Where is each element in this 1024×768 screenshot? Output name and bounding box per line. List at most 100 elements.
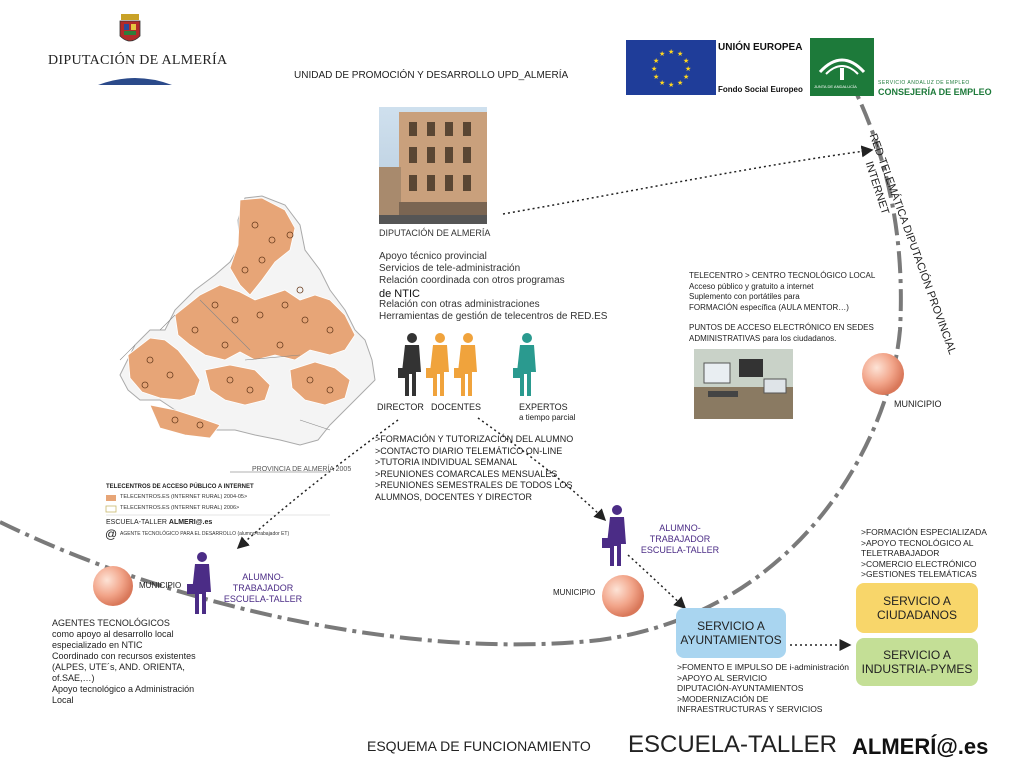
staff-tasks-list: >FORMACIÓN Y TUTORIZACIÓN DEL ALUMNO >CO… [375, 434, 573, 503]
ciudadanos-item: TELETRABAJADOR [861, 548, 940, 558]
ciudadanos-item: >APOYO TECNOLÓGICO AL [861, 537, 974, 548]
agentes-line: Local [52, 695, 74, 705]
expertos-label: EXPERTOS [519, 402, 568, 412]
ciudadanos-item: >GESTIONES TELEMÁTICAS [861, 569, 977, 579]
diputacion-caption: DIPUTACIÓN DE ALMERÍA [379, 228, 491, 238]
diputacion-line-6: Herramientas de gestión de telecentros d… [379, 311, 608, 322]
agentes-line: Apoyo tecnológico a Administración [52, 684, 195, 694]
legend-swatch-2006 [105, 505, 117, 513]
junta-label: JUNTA DE ANDALUCÍA [814, 84, 857, 89]
diputacion-crest-icon [118, 12, 142, 46]
legend-escuela-prefix: ESCUELA-TALLER [106, 519, 169, 526]
telecentro-line: FORMACIÓN específica (AULA MENTOR…) [689, 302, 849, 312]
alumno-person-icon-center [602, 505, 626, 566]
footer-brand: ALMERÍ@.es [852, 734, 989, 759]
municipio-sphere-center [602, 575, 644, 617]
staff-task-item: >FORMACIÓN Y TUTORIZACIÓN DEL ALUMNO [375, 434, 574, 444]
staff-task-item: >REUNIONES SEMESTRALES DE TODOS LOS [375, 480, 573, 490]
staff-task-item: ALUMNOS, DOCENTES Y DIRECTOR [375, 491, 533, 502]
eu-fund: Fondo Social Europeo [718, 85, 803, 94]
municipio-sphere-right [862, 353, 904, 395]
ayuntamientos-item: >FOMENTO E IMPULSO DE i-administración [677, 662, 850, 672]
eu-flag-icon: ★★★ ★★★ ★★★ ★★★ [626, 40, 716, 95]
director-label: DIRECTOR [377, 402, 424, 412]
director-person-icon [398, 333, 421, 396]
svg-text:★: ★ [653, 73, 659, 81]
svg-text:★: ★ [683, 57, 689, 65]
arrow-diputacion-to-internet [502, 145, 874, 215]
alumno-label-line: ALUMNO-TRABAJADOR [232, 572, 294, 593]
diputacion-logo-underline [98, 72, 172, 85]
municipio-label-left: MUNICIPIO [139, 581, 182, 590]
alumno-label-line: ESCUELA-TALLER [640, 545, 720, 555]
svg-text:★: ★ [659, 50, 665, 58]
staff-task-item: >REUNIONES COMARCALES MENSUALES [375, 468, 558, 479]
legend-item-2006: TELECENTROS.ES (INTERNET RURAL) 2006> [120, 505, 240, 511]
legend-agent-label: AGENTE TECNOLÓGICO PARA EL DESARROLLO (a… [120, 531, 290, 537]
eu-title: UNIÓN EUROPEA [718, 42, 803, 53]
docentes-label: DOCENTES [431, 402, 482, 412]
ciudadanos-item: >FORMACIÓN ESPECIALIZADA [861, 527, 987, 537]
arrow-alumno-to-ayuntamientos [627, 554, 687, 610]
docente-person-icon [426, 333, 477, 396]
alumno-label-left: ALUMNO-TRABAJADOR ESCUELA-TALLER [218, 572, 308, 605]
telecentro-line: PUNTOS DE ACCESO ELECTRÓNICO EN SEDES [689, 323, 874, 332]
servicio-ayuntamientos-box: SERVICIO A AYUNTAMIENTOS [676, 608, 786, 658]
legend-item-2004: TELECENTROS.ES (INTERNET RURAL) 2004-05> [120, 494, 248, 500]
municipio-sphere-left [93, 566, 133, 606]
alumno-label-center: ALUMNO-TRABAJADOR ESCUELA-TALLER [630, 523, 730, 556]
alumno-label-line: ESCUELA-TALLER [223, 594, 303, 604]
servicio-industria-box: SERVICIO A INDUSTRIA-PYMES [856, 638, 978, 686]
servicio-ayuntamientos-items: >FOMENTO E IMPULSO DE i-administración >… [677, 662, 849, 715]
servicio-ayuntamientos-line: AYUNTAMIENTOS [680, 633, 782, 647]
servicio-ciudadanos-box: SERVICIO A CIUDADANOS [856, 583, 978, 633]
agentes-line: como apoyo al desarrollo local [52, 629, 174, 639]
servicio-industria-line: INDUSTRIA-PYMES [861, 662, 973, 676]
experto-person-icon [513, 333, 536, 396]
agentes-line: AGENTES TECNOLÓGICOS [52, 618, 170, 628]
sae-label: SERVICIO ANDALUZ DE EMPLEO [878, 80, 970, 86]
agentes-line: of.SAE,…) [52, 673, 95, 683]
agentes-line: Coordinado con recursos existentes [52, 651, 196, 661]
province-map [119, 195, 376, 473]
arrow-docentes-to-alumno [477, 417, 607, 522]
province-label: PROVINCIA DE ALMERÍA 2005 [252, 466, 352, 473]
ciudadanos-item: >COMERCIO ELECTRÓNICO [861, 558, 977, 569]
svg-text:★: ★ [668, 81, 674, 89]
telecentro-line [689, 313, 875, 323]
alumno-label-line: ALUMNO-TRABAJADOR [649, 523, 711, 544]
legend-title: TELECENTROS DE ACCESO PÚBLICO A INTERNET [106, 484, 254, 490]
footer-escuela-taller: ESCUELA-TALLER [628, 731, 837, 758]
staff-task-item: >CONTACTO DIARIO TELEMÁTICO ON-LINE [375, 445, 563, 456]
telecentro-line: TELECENTRO > CENTRO TECNOLÓGICO LOCAL [689, 271, 876, 280]
diputacion-line-4: de NTIC [379, 288, 420, 300]
agentes-line: (ALPES, UTE´s, AND. ORIENTA, [52, 662, 185, 672]
diputacion-line-1: Apoyo técnico provincial [379, 251, 487, 262]
svg-text:★: ★ [683, 73, 689, 81]
agentes-line: especializado en NTIC [52, 640, 143, 650]
legend-escuela-bold: ALMERI@.es [168, 519, 213, 526]
junta-andalucia-logo: JUNTA DE ANDALUCÍA [810, 38, 874, 96]
staff-task-item: >TUTORIA INDIVIDUAL SEMANAL [375, 457, 518, 467]
consejeria-label: CONSEJERÍA DE EMPLEO [878, 87, 992, 97]
svg-text:★: ★ [677, 79, 683, 87]
expertos-sub-label: a tiempo parcial [519, 413, 576, 422]
telecentro-photo [694, 349, 793, 419]
servicio-ciudadanos-line: CIUDADANOS [876, 608, 957, 622]
diputacion-logo-text: DIPUTACIÓN DE ALMERÍA [48, 53, 228, 68]
telecentro-line: ADMINISTRATIVAS para los ciudadanos. [689, 333, 837, 343]
svg-text:★: ★ [651, 65, 657, 73]
diputacion-building-photo [379, 107, 487, 224]
ayuntamientos-item: >MODERNIZACIÓN DE [677, 693, 769, 704]
footer-esquema: ESQUEMA DE FUNCIONAMIENTO [367, 738, 591, 754]
svg-text:★: ★ [659, 79, 665, 87]
alumno-person-icon-left [187, 552, 211, 614]
ayuntamientos-item: DIPUTACIÓN-AYUNTAMIENTOS [677, 683, 804, 693]
legend-at-icon: @ [105, 527, 118, 541]
ayuntamientos-item: >APOYO AL SERVICIO [677, 672, 767, 683]
diputacion-line-5: Relación con otras administraciones [379, 299, 540, 310]
legend-swatch-2004 [106, 495, 116, 501]
servicio-ciudadanos-line: SERVICIO A [883, 594, 951, 608]
svg-text:★: ★ [677, 50, 683, 58]
